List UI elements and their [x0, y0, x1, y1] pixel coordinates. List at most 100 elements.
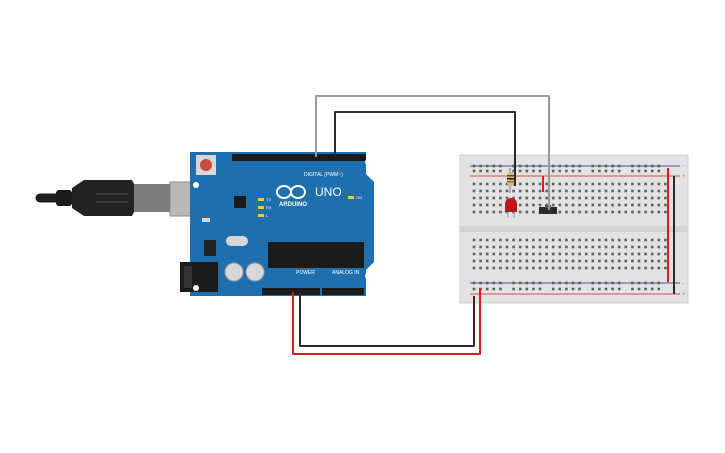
- wire-black-bottom[interactable]: [299, 292, 475, 347]
- breadboard-hole[interactable]: [472, 252, 476, 256]
- breadboard-hole[interactable]: [545, 182, 548, 186]
- breadboard-hole[interactable]: [664, 266, 667, 270]
- breadboard-hole[interactable]: [611, 169, 614, 173]
- breadboard-hole[interactable]: [512, 169, 515, 173]
- breadboard-hole[interactable]: [538, 259, 542, 263]
- breadboard-hole[interactable]: [499, 266, 502, 270]
- breadboard-hole[interactable]: [644, 189, 647, 193]
- breadboard-hole[interactable]: [499, 169, 502, 173]
- breadboard-hole[interactable]: [485, 196, 489, 200]
- breadboard-hole[interactable]: [578, 287, 581, 291]
- breadboard-hole[interactable]: [538, 196, 542, 200]
- breadboard-hole[interactable]: [584, 196, 588, 200]
- breadboard-hole[interactable]: [644, 164, 647, 168]
- breadboard-hole[interactable]: [551, 287, 555, 291]
- breadboard-hole[interactable]: [604, 252, 608, 256]
- breadboard-hole[interactable]: [518, 182, 522, 186]
- breadboard-hole[interactable]: [578, 169, 581, 173]
- breadboard-hole[interactable]: [571, 164, 575, 168]
- breadboard-hole[interactable]: [479, 189, 482, 193]
- breadboard-hole[interactable]: [611, 245, 614, 249]
- breadboard-hole[interactable]: [545, 252, 548, 256]
- breadboard-hole[interactable]: [644, 252, 647, 256]
- breadboard-hole[interactable]: [631, 281, 634, 285]
- breadboard-hole[interactable]: [532, 238, 535, 242]
- breadboard-hole[interactable]: [525, 252, 529, 256]
- breadboard-hole[interactable]: [485, 182, 489, 186]
- breadboard-hole[interactable]: [571, 169, 575, 173]
- breadboard-hole[interactable]: [624, 252, 628, 256]
- breadboard-hole[interactable]: [512, 259, 515, 263]
- breadboard-hole[interactable]: [617, 281, 621, 285]
- breadboard-hole[interactable]: [512, 196, 515, 200]
- breadboard-hole[interactable]: [624, 189, 628, 193]
- breadboard-hole[interactable]: [584, 210, 588, 214]
- breadboard-hole[interactable]: [611, 252, 614, 256]
- breadboard-hole[interactable]: [505, 266, 509, 270]
- breadboard-hole[interactable]: [532, 281, 535, 285]
- breadboard-hole[interactable]: [571, 238, 575, 242]
- breadboard-hole[interactable]: [617, 245, 621, 249]
- breadboard-hole[interactable]: [637, 287, 641, 291]
- breadboard-hole[interactable]: [532, 266, 535, 270]
- breadboard-hole[interactable]: [591, 281, 595, 285]
- breadboard-hole[interactable]: [637, 196, 641, 200]
- breadboard-hole[interactable]: [499, 259, 502, 263]
- breadboard-hole[interactable]: [492, 245, 496, 249]
- breadboard-hole[interactable]: [505, 189, 509, 193]
- breadboard-hole[interactable]: [492, 169, 496, 173]
- breadboard-hole[interactable]: [518, 189, 522, 193]
- breadboard-hole[interactable]: [664, 245, 667, 249]
- breadboard-hole[interactable]: [617, 259, 621, 263]
- breadboard-hole[interactable]: [512, 238, 515, 242]
- breadboard-hole[interactable]: [637, 164, 641, 168]
- breadboard-hole[interactable]: [571, 245, 575, 249]
- breadboard-hole[interactable]: [611, 203, 614, 207]
- breadboard-hole[interactable]: [479, 164, 482, 168]
- breadboard-hole[interactable]: [565, 281, 568, 285]
- breadboard-holes[interactable]: [472, 164, 667, 291]
- breadboard-hole[interactable]: [551, 259, 555, 263]
- breadboard-hole[interactable]: [598, 238, 601, 242]
- breadboard-hole[interactable]: [657, 169, 661, 173]
- breadboard-hole[interactable]: [644, 245, 647, 249]
- breadboard-hole[interactable]: [558, 182, 562, 186]
- breadboard-hole[interactable]: [499, 238, 502, 242]
- breadboard-hole[interactable]: [598, 245, 601, 249]
- breadboard-hole[interactable]: [650, 266, 654, 270]
- breadboard-hole[interactable]: [512, 189, 515, 193]
- breadboard-hole[interactable]: [479, 259, 482, 263]
- breadboard-hole[interactable]: [472, 245, 476, 249]
- breadboard-hole[interactable]: [538, 203, 542, 207]
- breadboard-hole[interactable]: [525, 182, 529, 186]
- breadboard-hole[interactable]: [558, 203, 562, 207]
- breadboard-hole[interactable]: [525, 210, 529, 214]
- breadboard-hole[interactable]: [472, 203, 476, 207]
- breadboard-hole[interactable]: [479, 238, 482, 242]
- breadboard-hole[interactable]: [584, 259, 588, 263]
- breadboard-hole[interactable]: [505, 252, 509, 256]
- breadboard-hole[interactable]: [637, 189, 641, 193]
- breadboard-hole[interactable]: [485, 169, 489, 173]
- breadboard-hole[interactable]: [492, 203, 496, 207]
- breadboard-hole[interactable]: [644, 182, 647, 186]
- breadboard-hole[interactable]: [617, 182, 621, 186]
- breadboard-hole[interactable]: [472, 189, 476, 193]
- breadboard-hole[interactable]: [598, 189, 601, 193]
- breadboard-hole[interactable]: [518, 164, 522, 168]
- breadboard-hole[interactable]: [518, 238, 522, 242]
- breadboard-hole[interactable]: [624, 203, 628, 207]
- breadboard-hole[interactable]: [591, 169, 595, 173]
- breadboard-hole[interactable]: [525, 164, 529, 168]
- breadboard-hole[interactable]: [492, 164, 496, 168]
- breadboard-hole[interactable]: [591, 182, 595, 186]
- breadboard-hole[interactable]: [617, 252, 621, 256]
- breadboard-hole[interactable]: [472, 266, 476, 270]
- breadboard-hole[interactable]: [657, 182, 661, 186]
- breadboard-hole[interactable]: [472, 210, 476, 214]
- breadboard-hole[interactable]: [598, 196, 601, 200]
- breadboard-hole[interactable]: [479, 210, 482, 214]
- breadboard-hole[interactable]: [558, 252, 562, 256]
- breadboard-hole[interactable]: [657, 252, 661, 256]
